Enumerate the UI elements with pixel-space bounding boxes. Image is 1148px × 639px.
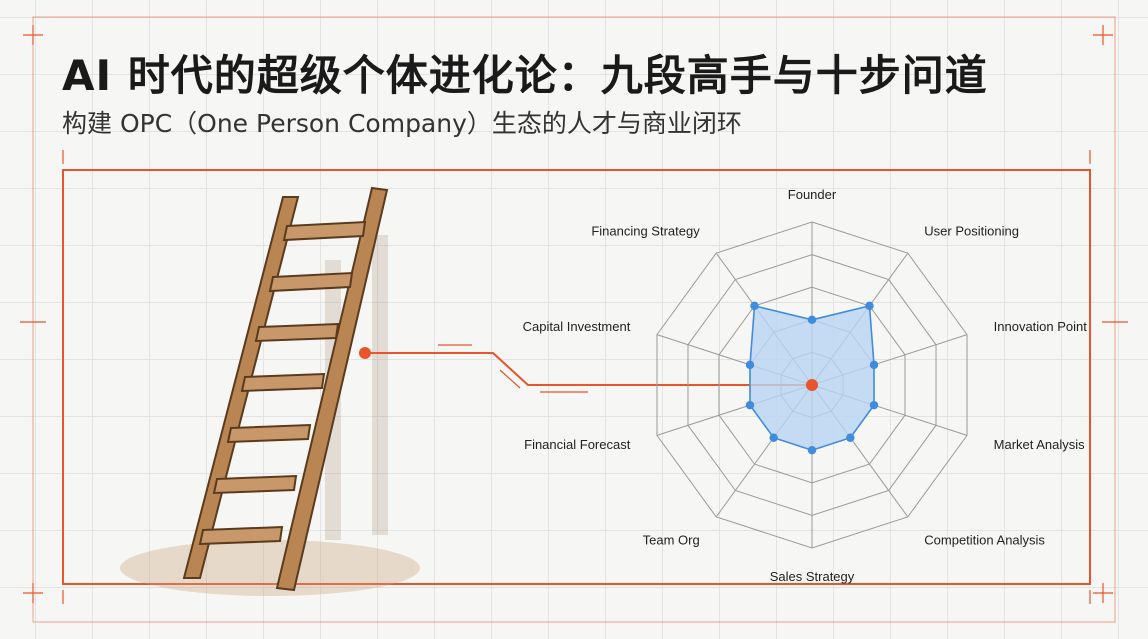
wooden-ladder-icon [182,186,389,592]
corner-marks [20,25,1128,604]
connector-line [365,352,812,386]
connector-ticks [438,344,588,393]
radar-data-point [750,301,759,311]
radar-axis-label: Founder [788,187,837,202]
page-subtitle: 构建 OPC（One Person Company）生态的人才与商业闭环 [62,109,742,138]
radar-series-area [749,304,875,452]
radar-axis-label: Innovation Point [994,319,1088,334]
radar-data-point [846,433,855,442]
ladder-marker [359,347,371,359]
radar-data-point [745,400,755,410]
radar-data-point [865,301,874,311]
radar-data-point [807,315,817,324]
radar-center-marker [806,379,818,391]
radar-axis-label: Financial Forecast [524,437,631,452]
radar-series [745,301,879,455]
radar-axis-label: Financing Strategy [591,223,700,238]
radar-axis-label: Team Org [643,533,700,548]
radar-data-point [745,360,755,370]
radar-axis-label: Capital Investment [523,319,631,334]
radar-data-point [769,433,778,442]
radar-axis-label: User Positioning [924,223,1019,238]
content-frame [62,169,1091,585]
outer-frame [32,16,1116,623]
radar-data-point [807,446,817,455]
radar-axis-label: Market Analysis [994,437,1086,452]
page-title: AI 时代的超级个体进化论：九段高手与十步问道 [62,51,988,100]
radar-axis-label: Competition Analysis [924,533,1045,548]
radar-data-point [869,400,879,410]
radar-axis-label: Sales Strategy [770,569,855,584]
radar-data-point [869,360,879,370]
